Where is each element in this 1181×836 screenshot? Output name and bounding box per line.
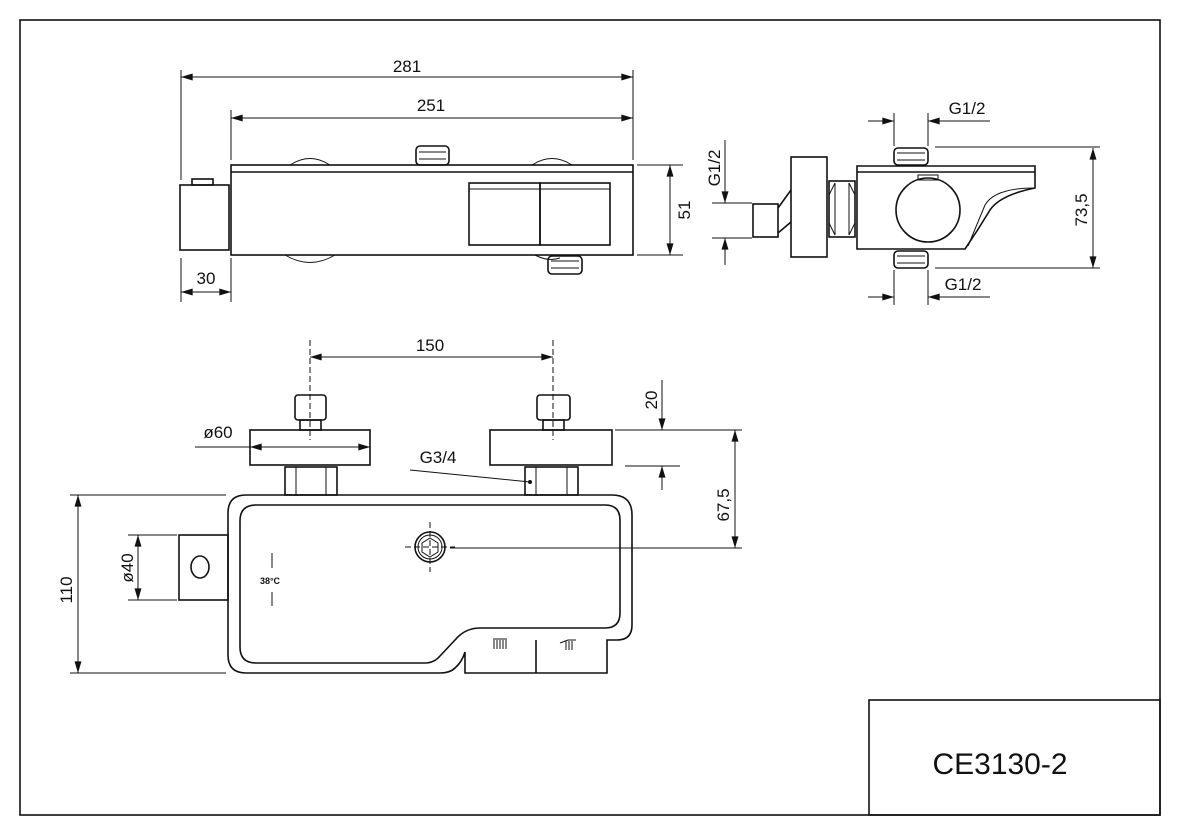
shower-icon	[559, 639, 576, 650]
dim-center-distance: 150	[416, 336, 444, 355]
dim-depth: 73,5	[1072, 193, 1091, 226]
dim-overall-length: 281	[393, 57, 421, 76]
side-view: G1/2 G1/2 G1/2 73,5	[705, 99, 1100, 305]
dim-top-thread: G1/2	[949, 99, 986, 118]
dim-left-thread: G1/2	[705, 150, 724, 187]
dim-nut-thread: G3/4	[420, 448, 457, 467]
dim-front-height: 110	[57, 576, 76, 603]
model-code: CE3130-2	[932, 748, 1067, 781]
dim-side-block: 30	[197, 269, 216, 288]
title-block: CE3130-2	[868, 699, 1161, 816]
top-view: 281 251 51 30	[179, 57, 694, 302]
bath-icon	[493, 638, 507, 649]
dim-body-length: 251	[417, 96, 445, 115]
dim-knob-offset: 67,5	[714, 488, 733, 521]
temperature-knob[interactable]	[405, 522, 455, 572]
dim-bottom-thread: G1/2	[945, 275, 982, 294]
dim-side-diameter: ø40	[118, 553, 137, 582]
drawing-frame	[19, 19, 1161, 816]
dim-nipple-length: 20	[642, 391, 661, 410]
temperature-label: 38°C	[260, 576, 281, 586]
dim-height: 51	[675, 201, 694, 220]
front-view: 150 ø60 G3/4 20 67,5 110 ø40 38°C	[57, 336, 742, 674]
dim-flange-diameter: ø60	[203, 423, 232, 442]
